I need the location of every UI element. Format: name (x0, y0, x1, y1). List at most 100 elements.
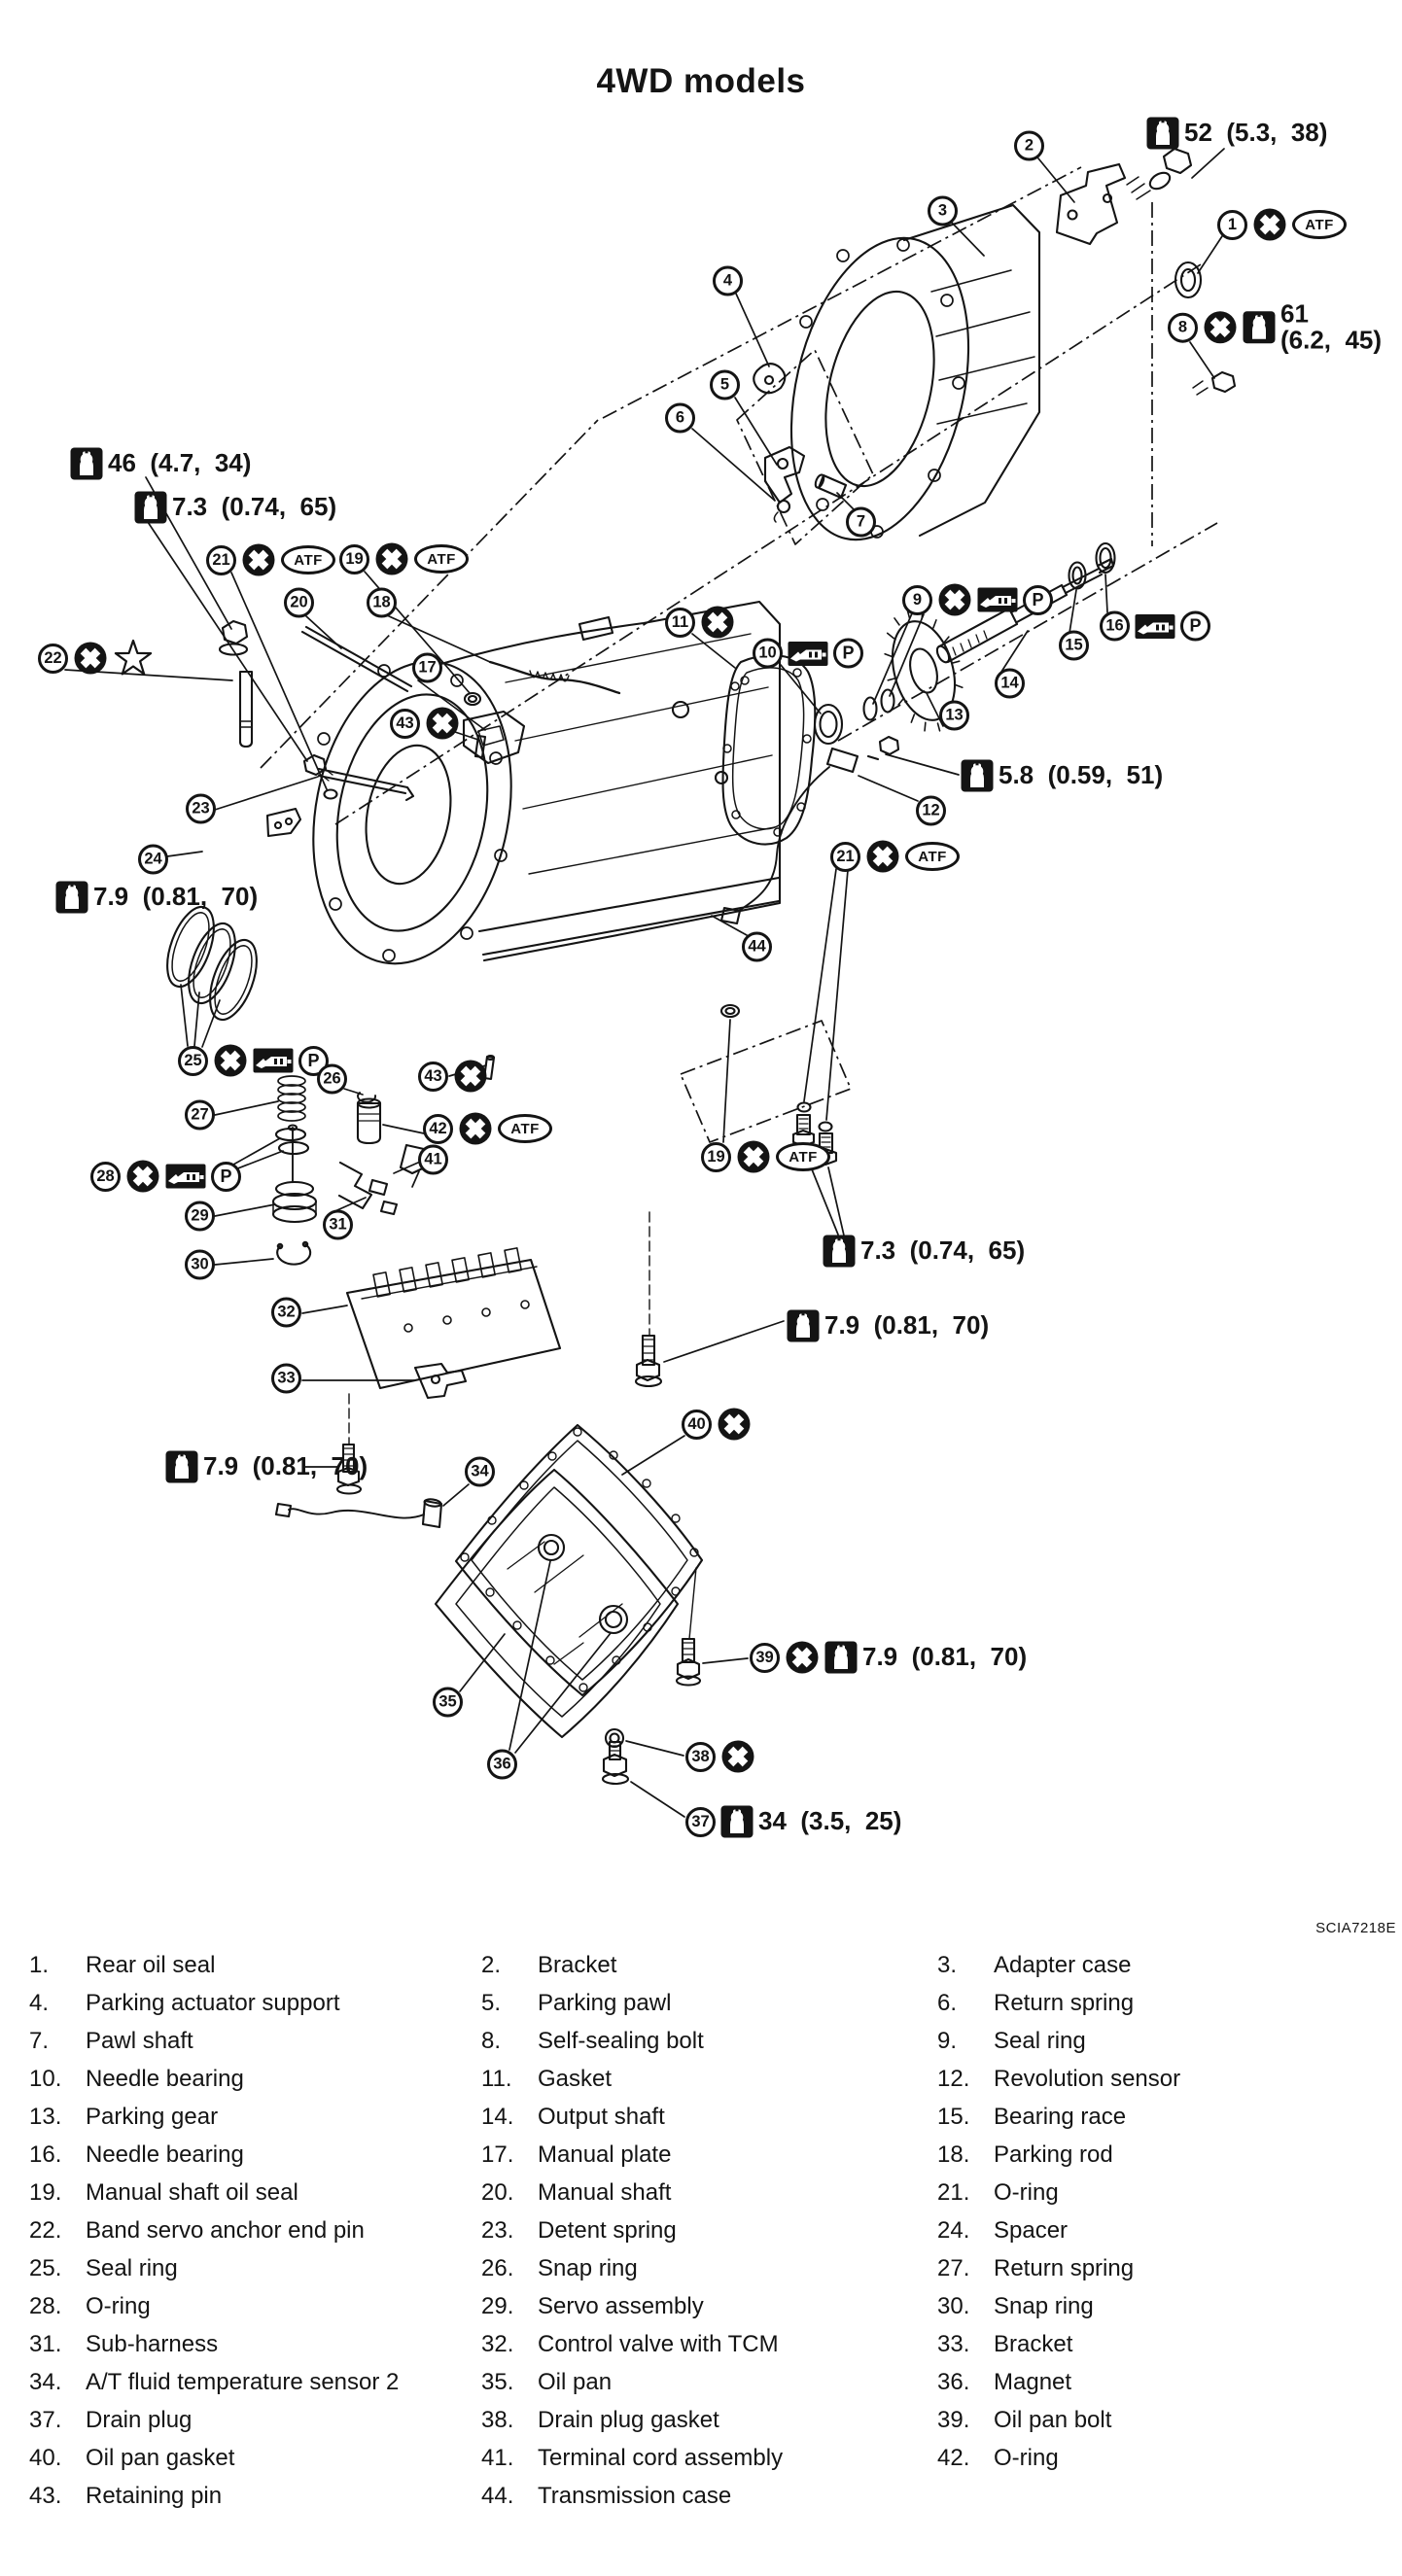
item-number: 23. (481, 2217, 514, 2244)
balloon-40: 40 (682, 1409, 712, 1440)
callout: 3 (928, 195, 958, 226)
item-label: Snap ring (994, 2293, 1094, 2319)
callout: 30 (185, 1249, 215, 1280)
balloon-41: 41 (418, 1144, 448, 1175)
parts-list-item: 31.Sub-harness (29, 2325, 399, 2363)
output-shaft-art (813, 541, 1116, 746)
grease-icon (1135, 613, 1175, 639)
x-symbol-icon (454, 1060, 487, 1093)
parts-list-item: 44.Transmission case (481, 2477, 783, 2515)
item-number: 7. (29, 2028, 50, 2054)
callout: 7.9 (0.81, 70) (55, 881, 258, 914)
callout: 13 (939, 700, 969, 731)
item-number: 3. (937, 1952, 958, 1978)
item-number: 39. (937, 2407, 970, 2433)
item-number: 27. (937, 2255, 970, 2281)
item-label: Servo assembly (538, 2293, 704, 2319)
star-icon (114, 639, 153, 676)
manual-shaft-art (218, 619, 621, 838)
balloon-30: 30 (185, 1249, 215, 1280)
item-number: 8. (481, 2028, 502, 2054)
item-label: A/T fluid temperature sensor 2 (86, 2369, 400, 2395)
item-number: 13. (29, 2104, 62, 2130)
atf-label: ATF (414, 544, 469, 574)
balloon-15: 15 (1059, 630, 1089, 661)
parts-list-item: 18.Parking rod (937, 2136, 1180, 2174)
item-label: Oil pan bolt (994, 2407, 1112, 2433)
item-label: Revolution sensor (994, 2066, 1181, 2092)
x-symbol-icon (375, 542, 408, 575)
item-label: Return spring (994, 2255, 1135, 2281)
parts-list-item: 9.Seal ring (937, 2022, 1180, 2060)
parts-list-item: 27. Return spring (937, 2249, 1180, 2287)
parts-list-item: 30.Snap ring (937, 2287, 1180, 2325)
atf-label: ATF (776, 1142, 830, 1171)
parts-list-item: 12. Revolution sensor (937, 2060, 1180, 2098)
callout: 35 (433, 1687, 463, 1718)
item-number: 35. (481, 2369, 514, 2395)
item-label: O-ring (994, 2445, 1059, 2471)
parts-list-item: 17.Manual plate (481, 2136, 783, 2174)
item-label: Manual shaft oil seal (86, 2179, 298, 2206)
torque-value: 5.8 (0.59, 51) (999, 760, 1164, 790)
parts-list-item: 1.Rear oil seal (29, 1946, 399, 1984)
balloon-19: 19 (701, 1141, 731, 1172)
item-number: 18. (937, 2141, 970, 2168)
item-number: 31. (29, 2331, 62, 2357)
item-label: Retaining pin (86, 2483, 223, 2509)
item-label: Bracket (994, 2331, 1073, 2357)
item-label: Band servo anchor end pin (86, 2217, 365, 2244)
callout: 36 (487, 1749, 517, 1780)
item-label: Needle bearing (86, 2141, 244, 2168)
parts-list-item: 40. Oil pan gasket (29, 2439, 399, 2477)
parts-list-item: 43.Retaining pin (29, 2477, 399, 2515)
item-number: 19. (29, 2179, 62, 2206)
item-number: 12. (937, 2066, 970, 2092)
parts-list-item: 11.Gasket (481, 2060, 783, 2098)
item-number: 37. (29, 2407, 62, 2433)
item-number: 40. (29, 2445, 62, 2471)
parts-list-item: 20.Manual shaft (481, 2174, 783, 2211)
parts-list-item: 35.Oil pan (481, 2363, 783, 2401)
x-symbol-icon (721, 1740, 754, 1773)
callout: 52 (5.3, 38) (1146, 117, 1327, 150)
item-number: 1. (29, 1952, 50, 1978)
item-number: 6. (937, 1990, 958, 2016)
torque-wrench-icon (165, 1450, 198, 1483)
x-symbol-icon (426, 707, 459, 740)
item-number: 17. (481, 2141, 514, 2168)
item-number: 26. (481, 2255, 514, 2281)
item-label: Oil pan gasket (86, 2445, 235, 2471)
parts-list-item: 2.Bracket (481, 1946, 783, 1984)
balloon-42: 42 (423, 1113, 453, 1144)
torque-value: 7.9 (0.81, 70) (203, 1451, 368, 1481)
item-number: 28. (29, 2293, 62, 2319)
torque-wrench-icon (787, 1309, 820, 1342)
item-number: 4. (29, 1990, 50, 2016)
torque-wrench-icon (720, 1805, 754, 1838)
parts-list-item: 33.Bracket (937, 2325, 1180, 2363)
balloon-25: 25 (178, 1045, 208, 1076)
item-number: 21. (937, 2179, 970, 2206)
revolution-sensor-art (719, 735, 900, 925)
parts-list-item: 15.Bearing race (937, 2098, 1180, 2136)
balloon-8: 8 (1168, 312, 1198, 343)
parts-list-item: 38.Drain plug gasket (481, 2401, 783, 2439)
torque-wrench-icon (55, 881, 88, 914)
balloon-23: 23 (186, 793, 216, 824)
torque-wrench-icon (70, 447, 103, 480)
callout: 26 (317, 1063, 347, 1095)
balloon-39: 39 (750, 1642, 780, 1673)
balloon-24: 24 (138, 844, 168, 875)
parts-list-item: 5.Parking pawl (481, 1984, 783, 2022)
item-label: Magnet (994, 2369, 1072, 2395)
servo-assembly-art (271, 1054, 496, 1266)
page-title: 4WD models (596, 62, 806, 100)
callout: 18 (367, 587, 397, 618)
balloon-14: 14 (995, 668, 1025, 699)
